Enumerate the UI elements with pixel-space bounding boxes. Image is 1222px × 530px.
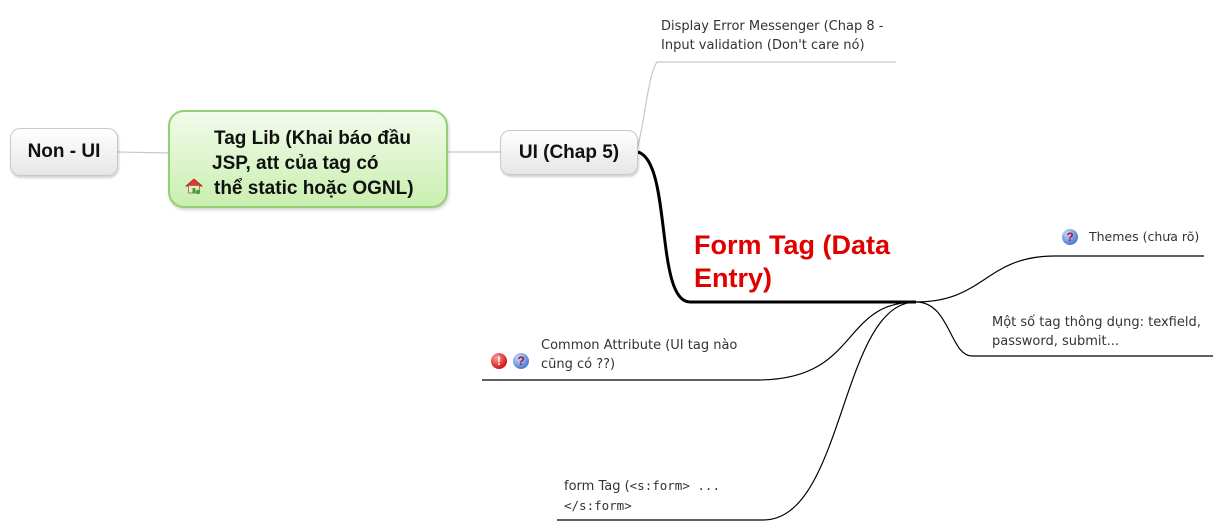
exclamation-glyph: ! xyxy=(497,354,501,368)
topic-non-ui-label: Non - UI xyxy=(27,141,101,162)
home-icon xyxy=(185,178,203,194)
question-glyph: ? xyxy=(1066,230,1074,244)
topic-themes-label: Themes (chưa rõ) xyxy=(1089,229,1200,244)
question-icon: ? xyxy=(513,353,529,369)
topic-display-error-line-1: Display Error Messenger (Chap 8 - xyxy=(661,19,884,34)
topic-form-tag-syntax-line-1: form Tag (<s:form> ... xyxy=(564,476,764,496)
topic-display-error[interactable]: Display Error Messenger (Chap 8 - Input … xyxy=(661,17,911,55)
central-topic-tag-lib[interactable]: Tag Lib (Khai báo đầu JSP, att của tag c… xyxy=(168,110,448,208)
link-nonui-taglib xyxy=(117,151,171,154)
topic-common-tags-line-1: Một số tag thông dụng: texfield, xyxy=(992,315,1201,330)
question-icon: ? xyxy=(1062,229,1078,245)
topic-form-tag-line-2: Entry) xyxy=(694,263,773,293)
link-formtag-commonattr xyxy=(482,301,917,381)
central-topic-line-1: Tag Lib (Khai báo đầu xyxy=(214,128,412,149)
topic-form-tag-syntax-code-open: <s:form> ... xyxy=(629,478,720,493)
link-ui-display-error xyxy=(636,61,896,151)
topic-form-tag-syntax-text: form Tag ( xyxy=(564,479,630,494)
topic-form-tag-syntax[interactable]: form Tag (<s:form> ... </s:form> xyxy=(564,476,764,515)
link-formtag-commontags xyxy=(915,301,1213,357)
topic-themes[interactable]: Themes (chưa rõ) xyxy=(1089,227,1199,246)
topic-form-tag-syntax-code-close: </s:form> xyxy=(564,498,632,513)
link-ui-formtag xyxy=(637,150,916,304)
topic-common-tags[interactable]: Một số tag thông dụng: texfield, passwor… xyxy=(992,313,1220,351)
topic-common-attribute-line-1: Common Attribute (UI tag nào xyxy=(541,338,738,353)
link-formtag-formtagchild xyxy=(557,301,917,521)
topic-ui-chap5-label: UI (Chap 5) xyxy=(518,141,620,163)
topic-form-tag[interactable]: Form Tag (Data Entry) xyxy=(694,229,934,295)
topic-common-attribute[interactable]: Common Attribute (UI tag nào cũng có ??) xyxy=(541,336,756,374)
topic-form-tag-line-1: Form Tag (Data xyxy=(694,230,891,260)
topic-common-attribute-line-2: cũng có ??) xyxy=(541,357,616,372)
topic-common-tags-line-2: password, submit... xyxy=(992,334,1120,349)
topic-ui-chap5[interactable]: UI (Chap 5) xyxy=(500,130,638,175)
central-topic-line-3: thể static hoặc OGNL) xyxy=(214,178,414,199)
link-formtag-themes xyxy=(915,255,1204,303)
topic-display-error-line-2: Input validation (Don't care nó) xyxy=(661,38,865,53)
exclamation-icon: ! xyxy=(491,353,507,369)
central-topic-line-2: JSP, att của tag có xyxy=(212,153,379,174)
topic-non-ui[interactable]: Non - UI xyxy=(10,128,118,176)
question-glyph: ? xyxy=(517,354,525,368)
